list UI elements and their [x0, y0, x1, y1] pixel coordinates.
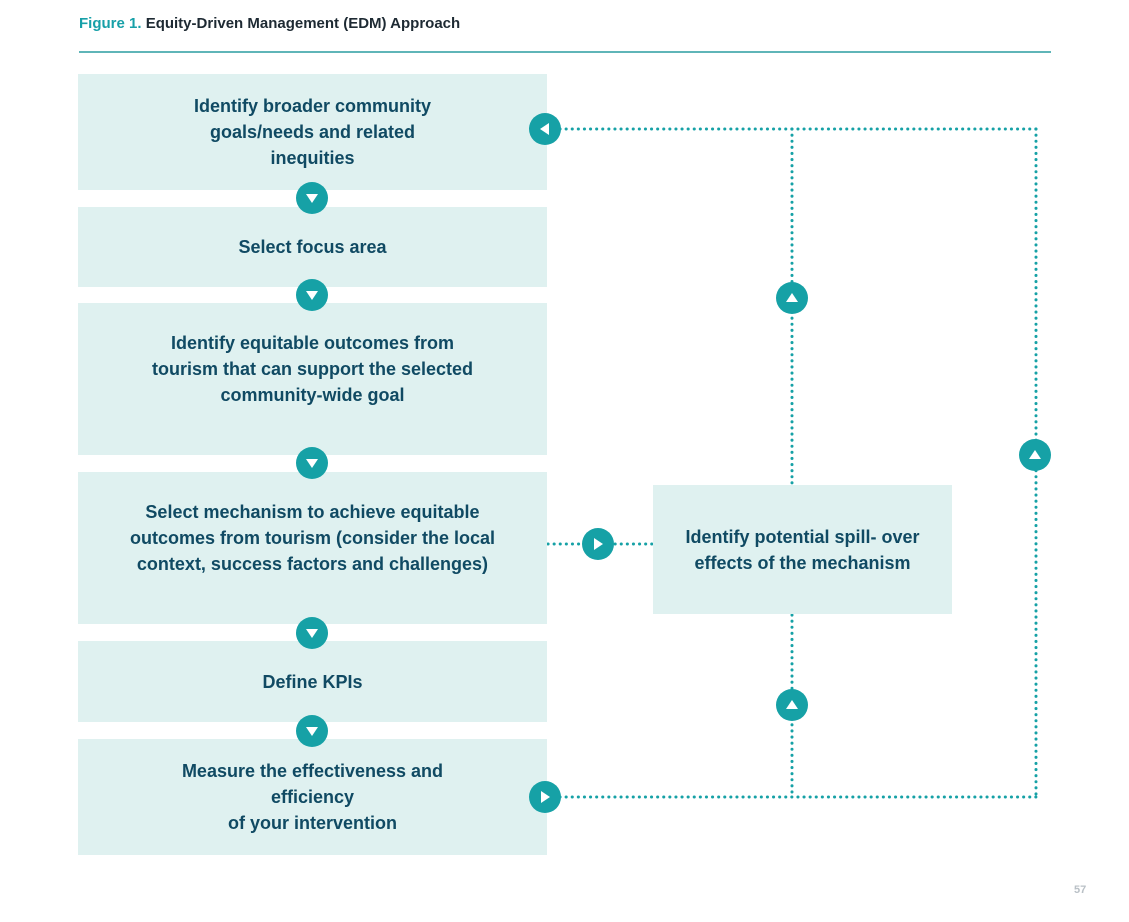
spillover-box: Identify potential spill- over effects o… — [653, 485, 952, 614]
step-label-4: Select mechanism to achieve equitable ou… — [129, 502, 496, 574]
step-box-4: Select mechanism to achieve equitable ou… — [78, 472, 547, 624]
arrow-down-icon — [296, 182, 328, 214]
step-box-3: Identify equitable outcomes from tourism… — [78, 303, 547, 455]
step-label-3: Identify equitable outcomes from tourism… — [151, 333, 474, 405]
step-box-6: Measure the effectiveness and efficiency… — [78, 739, 547, 855]
step-label-5: Define KPIs — [262, 671, 363, 692]
arrow-right-icon — [529, 781, 561, 813]
step-label-6: Measure the effectiveness and efficiency… — [181, 761, 444, 833]
arrow-down-icon — [296, 715, 328, 747]
arrow-right-icon — [582, 528, 614, 560]
caption-divider — [79, 51, 1051, 53]
arrow-up-icon — [1019, 439, 1051, 471]
step-box-2: Select focus area — [78, 207, 547, 287]
arrow-up-icon — [776, 282, 808, 314]
arrow-up-icon — [776, 689, 808, 721]
arrow-down-icon — [296, 279, 328, 311]
arrow-left-icon — [529, 113, 561, 145]
step-box-5: Define KPIs — [78, 641, 547, 722]
figure-title: Equity-Driven Management (EDM) Approach — [145, 15, 461, 32]
figure-label: Figure 1. — [79, 15, 142, 32]
figure-caption: Figure 1. Equity-Driven Management (EDM)… — [79, 15, 460, 32]
arrow-down-icon — [296, 447, 328, 479]
spillover-label: Identify potential spill- over effects o… — [685, 526, 920, 573]
page-number: 57 — [1074, 884, 1087, 896]
step-label-2: Select focus area — [238, 237, 387, 257]
arrow-down-icon — [296, 617, 328, 649]
step-box-1: Identify broader community goals/needs a… — [78, 74, 547, 190]
step-label-1: Identify broader community goals/needs a… — [193, 96, 432, 168]
